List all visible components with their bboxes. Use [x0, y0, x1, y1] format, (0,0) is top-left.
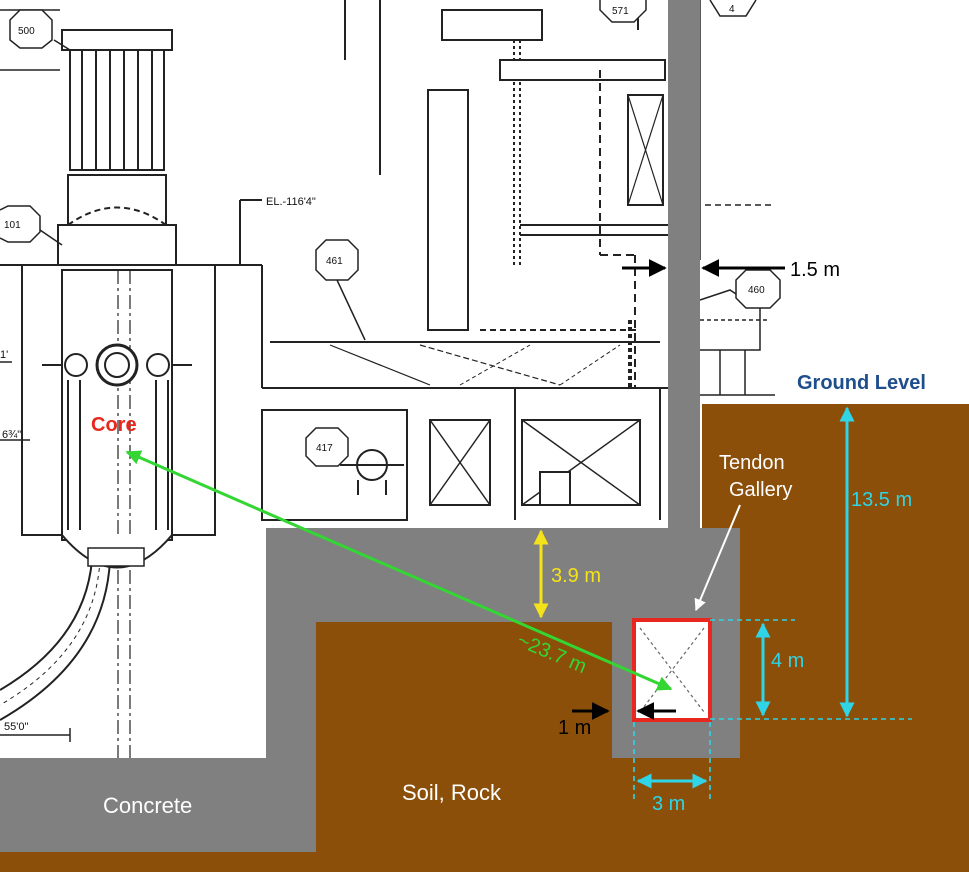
- depth-label: 13.5 m: [851, 489, 912, 511]
- ground-level-label: Ground Level: [797, 372, 926, 394]
- tag-571: 571: [612, 6, 629, 17]
- reactor-vessel: [0, 264, 216, 760]
- slab-thickness-label: 3.9 m: [551, 565, 601, 587]
- gallery-height-label: 4 m: [771, 650, 804, 672]
- gallery-width-dimension: 3 m: [636, 773, 708, 815]
- tendon-gallery-pointer: [694, 504, 741, 612]
- tendon-gallery-label-line2: Gallery: [729, 479, 792, 501]
- outside-structures: [699, 0, 775, 396]
- wall-thickness-dimension: 1.5 m: [622, 259, 840, 281]
- elevation-note: EL.-116'4": [266, 196, 316, 208]
- depth-dimension: 13.5 m: [839, 406, 912, 718]
- dim-note-2: 6¾": [2, 429, 21, 441]
- tendon-gallery-label-line1: Tendon: [719, 452, 785, 474]
- drawing-tag-text: 500 571 4 461 460 417 101 EL.-116'4" 1' …: [0, 4, 765, 733]
- concrete-region: [0, 0, 740, 852]
- reference-lines: [633, 619, 912, 800]
- soil-rock-label: Soil, Rock: [402, 780, 502, 805]
- tag-500: 500: [18, 26, 35, 37]
- control-rod-drive-stack: [57, 29, 177, 266]
- tag-461: 461: [326, 256, 343, 267]
- tag-417: 417: [316, 443, 333, 454]
- dim-note-3: 55'0": [4, 721, 28, 733]
- dim-note-1: 1': [0, 349, 8, 361]
- gallery-wall-dimension: 1 m: [558, 702, 676, 739]
- core-distance-arrow: [125, 450, 673, 691]
- core-label: Core: [91, 414, 137, 436]
- gallery-wall-label: 1 m: [558, 717, 591, 739]
- tendon-gallery-callout: Tendon Gallery: [694, 452, 792, 612]
- tag-460: 460: [748, 285, 765, 296]
- gallery-height-dimension: 4 m: [755, 622, 804, 717]
- concrete-label: Concrete: [103, 793, 192, 818]
- tag-4: 4: [729, 4, 735, 15]
- gallery-width-label: 3 m: [652, 793, 685, 815]
- tag-101: 101: [4, 220, 21, 231]
- wall-thickness-label: 1.5 m: [790, 259, 840, 281]
